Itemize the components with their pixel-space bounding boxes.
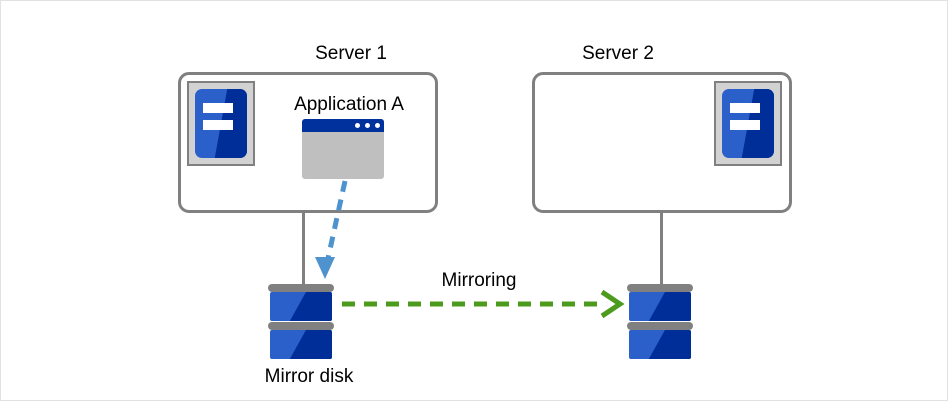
window-titlebar (302, 119, 384, 132)
mirror-disk-label: Mirror disk (264, 366, 354, 387)
application-window-icon (302, 119, 384, 179)
server-rack-body (195, 89, 247, 158)
server2-disk-connector (660, 211, 663, 286)
server1-rack-icon (187, 81, 255, 166)
disk-platter-top (270, 292, 332, 321)
server-rack-slot-bottom (202, 120, 233, 131)
disk-platter-bar-bottom (627, 322, 693, 330)
disk-platter-top (629, 292, 691, 321)
disk-platter-bar-top (268, 284, 334, 292)
server-rack-slot-top (729, 102, 760, 114)
mirror-disk-icon-server1 (268, 284, 334, 364)
application-a-label: Application A (294, 94, 404, 115)
mirroring-label: Mirroring (441, 270, 517, 291)
server2-rack-icon (714, 81, 782, 166)
server-rack-body (722, 89, 774, 158)
window-dot-2 (365, 123, 370, 128)
server2-title: Server 2 (582, 43, 654, 64)
disk-platter-bottom (629, 330, 691, 359)
server1-title: Server 1 (315, 43, 387, 64)
window-dot-1 (355, 123, 360, 128)
mirror-disk-icon-server2 (627, 284, 693, 364)
window-dot-3 (375, 123, 380, 128)
server1-disk-connector (302, 211, 305, 286)
server-rack-slot-top (202, 102, 233, 114)
dashed-arrow-right-icon (342, 289, 625, 319)
disk-platter-bottom (270, 330, 332, 359)
disk-platter-bar-bottom (268, 322, 334, 330)
disk-platter-bar-top (627, 284, 693, 292)
server-rack-slot-bottom (729, 120, 760, 131)
